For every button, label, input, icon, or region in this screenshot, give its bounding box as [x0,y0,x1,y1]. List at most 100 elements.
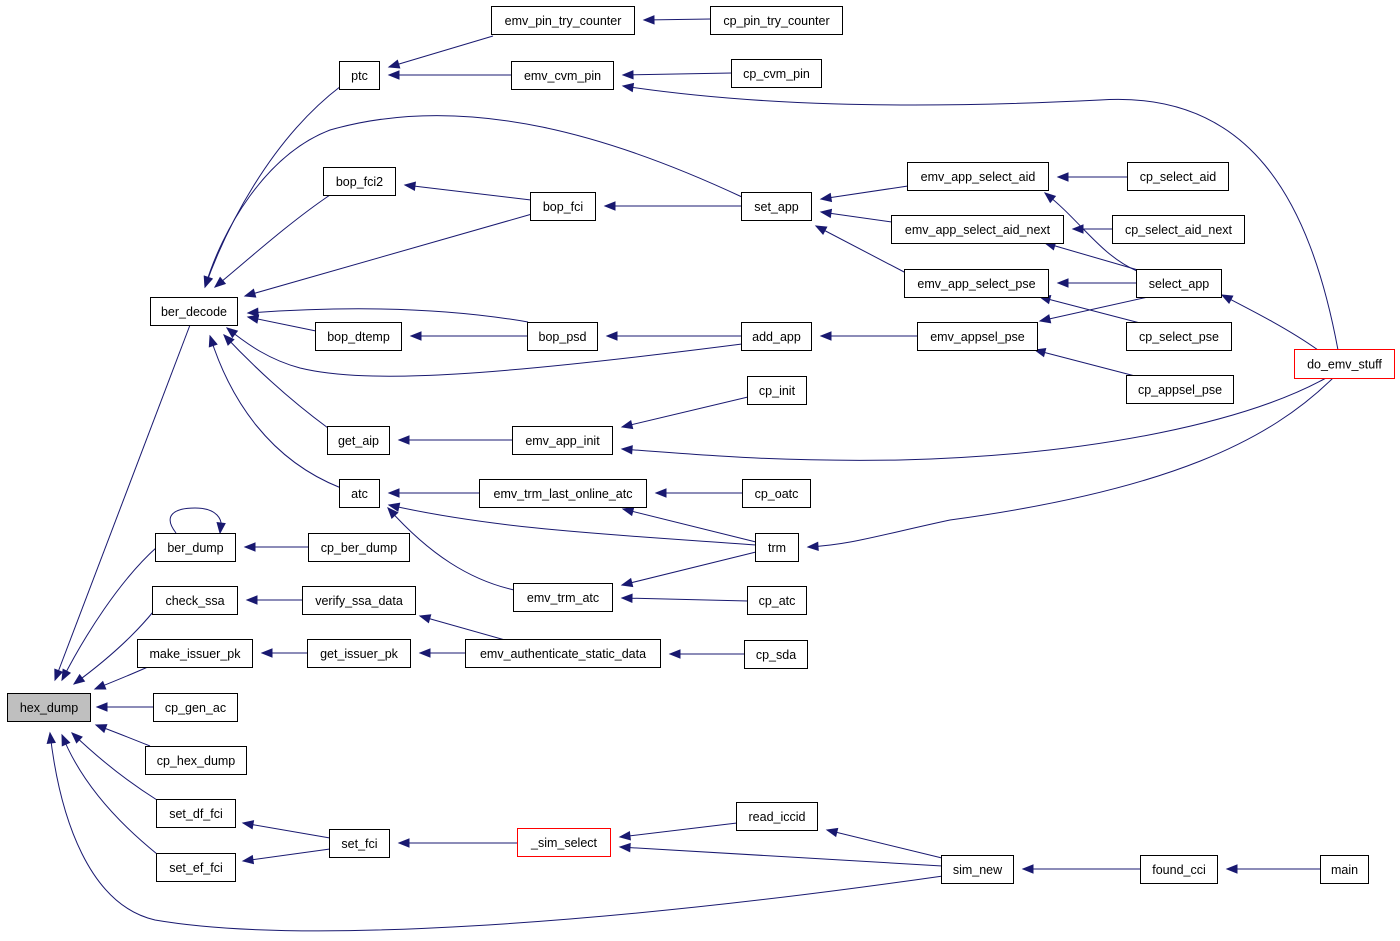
node-set_app[interactable]: set_app [741,192,812,221]
node-emv_cvm_pin[interactable]: emv_cvm_pin [511,61,614,90]
node-emv_trm_last_online_atc[interactable]: emv_trm_last_online_atc [479,479,647,508]
node-cp_sda[interactable]: cp_sda [744,640,808,669]
node-emv_trm_atc[interactable]: emv_trm_atc [513,583,613,612]
node-box[interactable] [329,829,390,858]
node-box[interactable] [145,746,247,775]
node-box[interactable] [1320,855,1369,884]
node-box[interactable] [517,828,611,857]
node-main[interactable]: main [1320,855,1369,884]
node-set_df_fci[interactable]: set_df_fci [156,799,236,828]
node-emv_app_select_aid_next[interactable]: emv_app_select_aid_next [891,215,1064,244]
node-do_emv_stuff[interactable]: do_emv_stuff [1294,349,1395,379]
node-box[interactable] [530,192,596,221]
node-box[interactable] [731,59,822,88]
node-cp_init[interactable]: cp_init [747,376,807,405]
node-box[interactable] [465,639,661,668]
node-ptc[interactable]: ptc [339,61,380,90]
node-bop_dtemp[interactable]: bop_dtemp [315,322,402,351]
node-box[interactable] [710,6,843,35]
node-get_aip[interactable]: get_aip [327,426,390,455]
node-box[interactable] [904,269,1049,298]
node-box[interactable] [491,6,635,35]
node-box[interactable] [155,533,236,562]
node-ber_dump[interactable]: ber_dump [155,533,236,562]
node-box[interactable] [1126,322,1232,351]
node-box[interactable] [302,586,416,615]
node-emv_pin_try_counter[interactable]: emv_pin_try_counter [491,6,635,35]
node-emv_app_init[interactable]: emv_app_init [512,426,613,455]
node-emv_app_select_aid[interactable]: emv_app_select_aid [907,162,1049,191]
node-box[interactable] [156,799,236,828]
node-box[interactable] [479,479,647,508]
node-verify_ssa_data[interactable]: verify_ssa_data [302,586,416,615]
node-cp_select_aid[interactable]: cp_select_aid [1127,162,1229,191]
node-box[interactable] [307,639,411,668]
node-box[interactable] [747,376,807,405]
node-found_cci[interactable]: found_cci [1140,855,1218,884]
node-cp_select_pse[interactable]: cp_select_pse [1126,322,1232,351]
node-set_ef_fci[interactable]: set_ef_fci [156,853,236,882]
node-hex_dump[interactable]: hex_dump [7,693,91,722]
node-box[interactable] [513,583,613,612]
node-cp_appsel_pse[interactable]: cp_appsel_pse [1126,375,1234,404]
node-box[interactable] [907,162,1049,191]
node-emv_authenticate_static_data[interactable]: emv_authenticate_static_data [465,639,661,668]
node-get_issuer_pk[interactable]: get_issuer_pk [307,639,411,668]
node-box[interactable] [741,192,812,221]
node-sim_select[interactable]: _sim_select [517,828,611,857]
node-box[interactable] [339,61,380,90]
node-cp_ber_dump[interactable]: cp_ber_dump [308,533,410,562]
node-box[interactable] [742,479,811,508]
node-box[interactable] [941,855,1014,884]
node-bop_fci2[interactable]: bop_fci2 [323,167,396,196]
node-cp_oatc[interactable]: cp_oatc [742,479,811,508]
node-check_ssa[interactable]: check_ssa [152,586,238,615]
node-box[interactable] [308,533,410,562]
node-cp_pin_try_counter[interactable]: cp_pin_try_counter [710,6,843,35]
node-box[interactable] [137,639,253,668]
node-box[interactable] [512,426,613,455]
node-box[interactable] [327,426,390,455]
node-set_fci[interactable]: set_fci [329,829,390,858]
node-emv_appsel_pse[interactable]: emv_appsel_pse [917,322,1038,351]
node-box[interactable] [153,693,238,722]
node-box[interactable] [7,693,91,722]
node-emv_app_select_pse[interactable]: emv_app_select_pse [904,269,1049,298]
node-box[interactable] [315,322,402,351]
node-box[interactable] [1136,269,1222,298]
node-box[interactable] [511,61,614,90]
node-make_issuer_pk[interactable]: make_issuer_pk [137,639,253,668]
node-add_app[interactable]: add_app [741,322,812,351]
node-box[interactable] [744,640,808,669]
node-box[interactable] [1112,215,1245,244]
node-box[interactable] [1127,162,1229,191]
node-cp_gen_ac[interactable]: cp_gen_ac [153,693,238,722]
node-cp_cvm_pin[interactable]: cp_cvm_pin [731,59,822,88]
node-box[interactable] [917,322,1038,351]
node-cp_hex_dump[interactable]: cp_hex_dump [145,746,247,775]
node-sim_new[interactable]: sim_new [941,855,1014,884]
node-box[interactable] [747,586,807,615]
node-box[interactable] [152,586,238,615]
node-bop_fci[interactable]: bop_fci [530,192,596,221]
node-box[interactable] [323,167,396,196]
node-box[interactable] [736,802,818,831]
node-trm[interactable]: trm [755,533,799,562]
node-box[interactable] [1140,855,1218,884]
node-box[interactable] [755,533,799,562]
node-box[interactable] [891,215,1064,244]
node-atc[interactable]: atc [339,479,380,508]
node-bop_psd[interactable]: bop_psd [527,322,598,351]
node-cp_select_aid_next[interactable]: cp_select_aid_next [1112,215,1245,244]
node-box[interactable] [1126,375,1234,404]
node-box[interactable] [1294,349,1395,379]
node-read_iccid[interactable]: read_iccid [736,802,818,831]
node-box[interactable] [156,853,236,882]
node-ber_decode[interactable]: ber_decode [150,297,238,326]
node-box[interactable] [527,322,598,351]
node-select_app[interactable]: select_app [1136,269,1222,298]
node-cp_atc[interactable]: cp_atc [747,586,807,615]
node-box[interactable] [339,479,380,508]
node-box[interactable] [741,322,812,351]
node-box[interactable] [150,297,238,326]
